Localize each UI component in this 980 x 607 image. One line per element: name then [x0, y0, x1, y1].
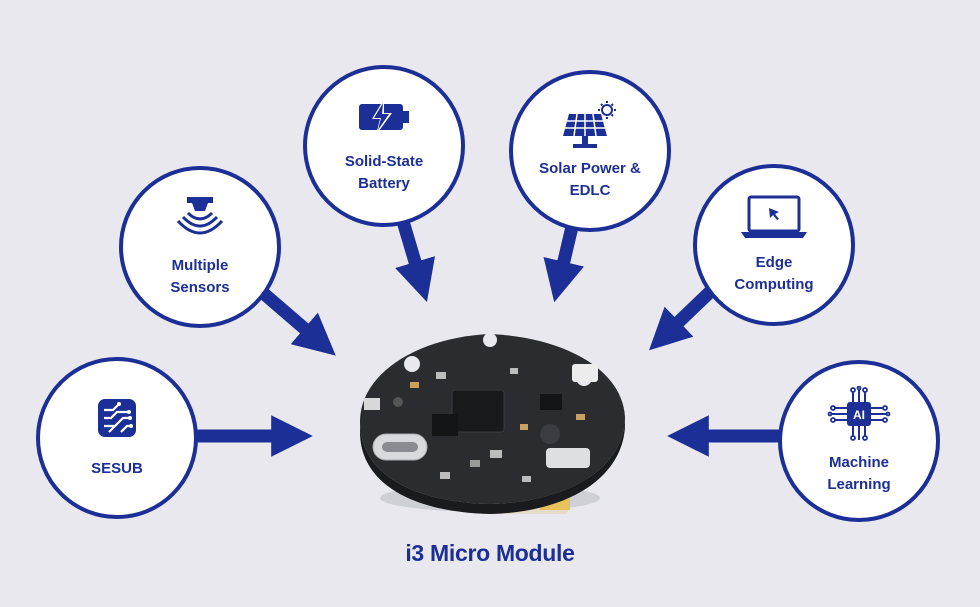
node-label: SESUB — [91, 460, 143, 477]
arrow-edge — [648, 285, 717, 351]
node-label: Solar Power & EDLC — [539, 160, 641, 199]
node-sesub: SESUB — [36, 357, 198, 519]
node-label: Machine Learning — [827, 454, 891, 493]
node-machine-learning: AI Machine Learning — [778, 360, 940, 522]
svg-text:AI: AI — [853, 408, 865, 422]
node-label: Multiple Sensors — [170, 257, 230, 296]
arrow-battery — [395, 216, 436, 302]
solar-panel-icon — [563, 101, 616, 148]
node-solid-state-battery: Solid-State Battery — [303, 65, 465, 227]
module-board-illustration — [360, 333, 625, 514]
laptop-cursor-icon — [741, 195, 807, 238]
battery-bolt-icon — [359, 99, 409, 135]
node-label: Edge Computing — [734, 254, 814, 293]
node-solar-power-edlc: Solar Power & EDLC — [509, 70, 671, 232]
circuit-chip-icon — [98, 399, 136, 437]
center-caption: i3 Micro Module — [405, 540, 575, 566]
node-edge-computing: Edge Computing — [693, 164, 855, 326]
node-label: Solid-State Battery — [344, 153, 424, 192]
node-multiple-sensors: Multiple Sensors — [119, 166, 281, 328]
ai-chip-icon: AI — [827, 386, 891, 441]
arrow-sensors — [257, 287, 336, 356]
sensor-signal-icon — [176, 197, 224, 235]
